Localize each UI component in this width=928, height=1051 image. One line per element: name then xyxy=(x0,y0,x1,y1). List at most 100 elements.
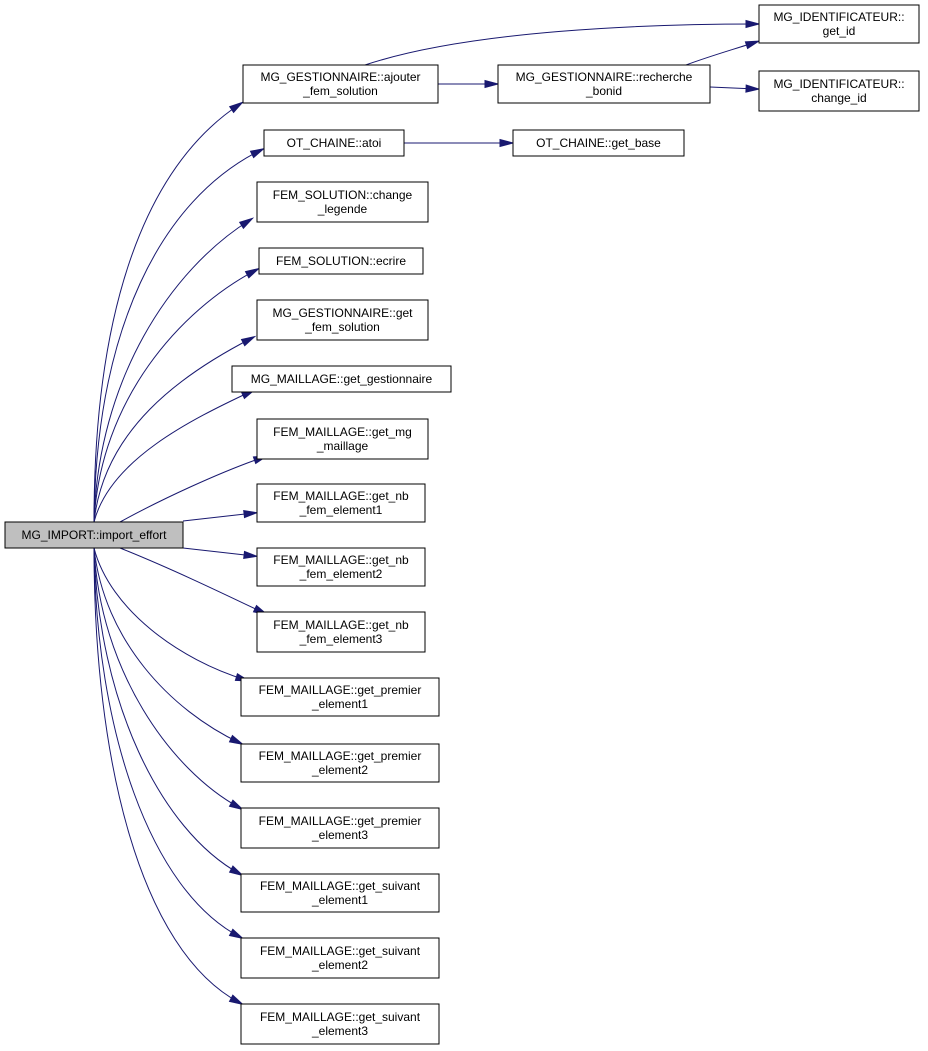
node-recherche-bonid[interactable]: MG_GESTIONNAIRE::recherche_bonid xyxy=(497,64,711,104)
edge-arrowhead xyxy=(228,734,245,746)
edge-arrowhead xyxy=(499,138,515,148)
node-import-effort[interactable]: MG_IMPORT::import_effort xyxy=(4,521,184,549)
node-label-line: FEM_MAILLAGE::get_premier xyxy=(259,749,422,763)
edge-import-effort-to-get-premier-element3 xyxy=(93,547,245,811)
node-label-line: FEM_MAILLAGE::get_suivant xyxy=(260,1010,421,1024)
edge-line xyxy=(93,547,241,1004)
node-box xyxy=(256,483,426,523)
edge-arrowhead xyxy=(744,40,761,50)
node-get-fem-solution[interactable]: MG_GESTIONNAIRE::get_fem_solution xyxy=(256,299,429,341)
edge-import-effort-to-get-suivant-element2 xyxy=(93,547,245,940)
node-box xyxy=(240,677,440,717)
node-get-base[interactable]: OT_CHAINE::get_base xyxy=(512,129,685,157)
node-label-line: _fem_element1 xyxy=(299,503,383,517)
edge-arrowhead xyxy=(249,147,266,159)
node-label-line: _element3 xyxy=(311,828,368,842)
node-label-line: _element2 xyxy=(311,763,368,777)
edge-arrowhead xyxy=(243,510,259,519)
node-label-line: MG_GESTIONNAIRE::get xyxy=(272,306,413,320)
node-get-suivant-element1[interactable]: FEM_MAILLAGE::get_suivant_element1 xyxy=(240,873,440,913)
edge-arrowhead xyxy=(228,101,245,114)
node-get-suivant-element3[interactable]: FEM_MAILLAGE::get_suivant_element3 xyxy=(240,1003,440,1045)
node-label-line: FEM_MAILLAGE::get_mg xyxy=(273,425,412,439)
edge-line xyxy=(93,547,241,875)
node-get-nb-fem-element1[interactable]: FEM_MAILLAGE::get_nb_fem_element1 xyxy=(256,483,426,523)
node-get-premier-element3[interactable]: FEM_MAILLAGE::get_premier_element3 xyxy=(240,807,440,849)
edge-line xyxy=(182,512,255,522)
edge-line xyxy=(93,547,247,681)
edge-import-effort-to-change-legende xyxy=(93,217,255,523)
node-box xyxy=(258,247,424,275)
nodes: MG_IMPORT::import_effort MG_GESTIONNAIRE:… xyxy=(4,4,920,1045)
edge-arrowhead xyxy=(243,550,259,559)
node-label-line: OT_CHAINE::get_base xyxy=(536,136,661,150)
node-label-line: _maillage xyxy=(316,439,369,453)
edge-line xyxy=(93,390,253,523)
edge-import-effort-to-atoi xyxy=(93,147,266,523)
edge-line xyxy=(119,547,265,614)
edge-import-effort-to-get-gestionnaire xyxy=(93,388,257,523)
node-box xyxy=(758,4,920,44)
node-label-line: _legende xyxy=(317,202,368,216)
node-label-line: _fem_element2 xyxy=(299,567,383,581)
edge-line xyxy=(93,547,241,809)
node-get-gestionnaire[interactable]: MG_MAILLAGE::get_gestionnaire xyxy=(231,365,452,393)
node-box xyxy=(240,1003,440,1045)
node-ajouter-fem-solution[interactable]: MG_GESTIONNAIRE::ajouter_fem_solution xyxy=(242,64,439,104)
node-label-line: FEM_MAILLAGE::get_premier xyxy=(259,683,422,697)
node-get-mg-maillage[interactable]: FEM_MAILLAGE::get_mg_maillage xyxy=(256,418,429,460)
node-label-line: FEM_MAILLAGE::get_suivant xyxy=(260,879,421,893)
edge-import-effort-to-get-nb-fem-element1 xyxy=(182,510,259,522)
node-get-premier-element2[interactable]: FEM_MAILLAGE::get_premier_element2 xyxy=(240,743,440,783)
node-box xyxy=(512,129,685,157)
node-ecrire[interactable]: FEM_SOLUTION::ecrire xyxy=(258,247,424,275)
node-change-legende[interactable]: FEM_SOLUTION::change_legende xyxy=(256,181,429,223)
edge-line xyxy=(182,547,255,557)
node-get-nb-fem-element3[interactable]: FEM_MAILLAGE::get_nb_fem_element3 xyxy=(256,611,426,653)
edge-line xyxy=(93,219,251,523)
node-box xyxy=(256,611,426,653)
edge-line xyxy=(685,41,757,66)
edge-arrowhead xyxy=(745,19,761,29)
edge-arrowhead xyxy=(745,84,761,93)
node-get-id[interactable]: MG_IDENTIFICATEUR::get_id xyxy=(758,4,920,44)
node-box xyxy=(240,743,440,783)
node-atoi[interactable]: OT_CHAINE::atoi xyxy=(263,129,405,157)
edge-ajouter-fem-solution-to-recherche-bonid xyxy=(438,79,500,89)
node-box xyxy=(256,299,429,341)
edge-import-effort-to-get-suivant-element1 xyxy=(93,547,245,877)
node-get-nb-fem-element2[interactable]: FEM_MAILLAGE::get_nb_fem_element2 xyxy=(256,547,426,587)
node-label-line: _element3 xyxy=(311,1024,368,1038)
node-box xyxy=(758,70,920,112)
edge-import-effort-to-ajouter-fem-solution xyxy=(93,101,245,523)
node-box xyxy=(4,521,184,549)
node-label-line: FEM_MAILLAGE::get_nb xyxy=(273,553,409,567)
edge-arrowhead xyxy=(228,928,245,940)
node-box xyxy=(263,129,405,157)
edge-import-effort-to-get-suivant-element3 xyxy=(93,547,245,1006)
edge-import-effort-to-get-fem-solution xyxy=(93,335,257,523)
node-change-id[interactable]: MG_IDENTIFICATEUR::change_id xyxy=(758,70,920,112)
edge-arrowhead xyxy=(238,217,255,230)
edge-arrowhead xyxy=(228,994,245,1006)
edge-line xyxy=(93,103,241,523)
edge-import-effort-to-ecrire xyxy=(93,267,261,523)
node-label-line: FEM_MAILLAGE::get_nb xyxy=(273,618,409,632)
edge-atoi-to-get-base xyxy=(404,138,515,148)
node-get-suivant-element2[interactable]: FEM_MAILLAGE::get_suivant_element2 xyxy=(240,937,440,979)
node-box xyxy=(256,418,429,460)
node-label-line: _fem_solution xyxy=(304,320,380,334)
node-label-line: FEM_MAILLAGE::get_nb xyxy=(273,489,409,503)
node-box xyxy=(240,937,440,979)
edge-recherche-bonid-to-get-id xyxy=(685,40,761,66)
edge-arrowhead xyxy=(484,79,500,89)
node-get-premier-element1[interactable]: FEM_MAILLAGE::get_premier_element1 xyxy=(240,677,440,717)
edge-line xyxy=(364,23,757,66)
node-box xyxy=(497,64,711,104)
node-box xyxy=(240,807,440,849)
node-label-line: _fem_element3 xyxy=(299,632,383,646)
node-label-line: _element1 xyxy=(311,893,368,907)
node-label-line: MG_GESTIONNAIRE::ajouter xyxy=(260,70,420,84)
node-label-line: MG_IDENTIFICATEUR:: xyxy=(773,77,904,91)
edge-line xyxy=(93,149,262,523)
